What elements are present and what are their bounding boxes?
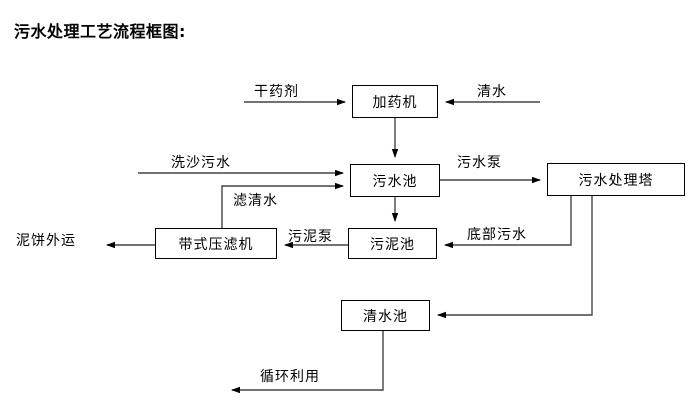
node-wastewater-pool[interactable]: 污水池 <box>350 164 440 197</box>
terminal-mud-cake-out: 泥饼外运 <box>16 233 76 249</box>
node-clean-water-pool[interactable]: 清水池 <box>341 300 430 331</box>
edge-label-filtered-water: 滤清水 <box>233 193 278 209</box>
edge-label-wastewater-pump: 污水泵 <box>457 155 502 171</box>
node-dosing-machine[interactable]: 加药机 <box>352 85 438 118</box>
edge-label-bottom-wastewater: 底部污水 <box>467 227 527 243</box>
node-belt-filter-press[interactable]: 带式压滤机 <box>155 228 277 259</box>
edge-bottom-wastewater-to-sludge-pool <box>444 196 572 249</box>
page-title: 污水处理工艺流程框图: <box>14 22 186 41</box>
edge-label-sludge-pump: 污泥泵 <box>288 229 333 245</box>
edge-tower-to-clean-water-pool <box>437 196 593 319</box>
node-treatment-tower[interactable]: 污水处理塔 <box>547 163 685 196</box>
edge-label-recycle-reuse: 循环利用 <box>260 369 320 385</box>
edge-label-dry-chemical: 干药剂 <box>254 84 299 100</box>
edge-label-sand-wash-wastewater: 洗沙污水 <box>171 155 231 171</box>
edge-label-clean-water-in: 清水 <box>477 84 507 100</box>
edge-clean-water-pool-to-recycle <box>231 331 384 394</box>
node-wastewater-pool-label: 污水池 <box>372 173 418 190</box>
node-sludge-pool[interactable]: 污泥池 <box>348 228 437 259</box>
node-belt-filter-press-label: 带式压滤机 <box>178 236 254 253</box>
node-dosing-machine-label: 加药机 <box>372 94 418 111</box>
node-treatment-tower-label: 污水处理塔 <box>578 172 654 189</box>
edge-filtered-water-to-wastewater-pool <box>221 182 344 228</box>
node-sludge-pool-label: 污泥池 <box>370 236 415 253</box>
node-clean-water-pool-label: 清水池 <box>363 308 408 325</box>
